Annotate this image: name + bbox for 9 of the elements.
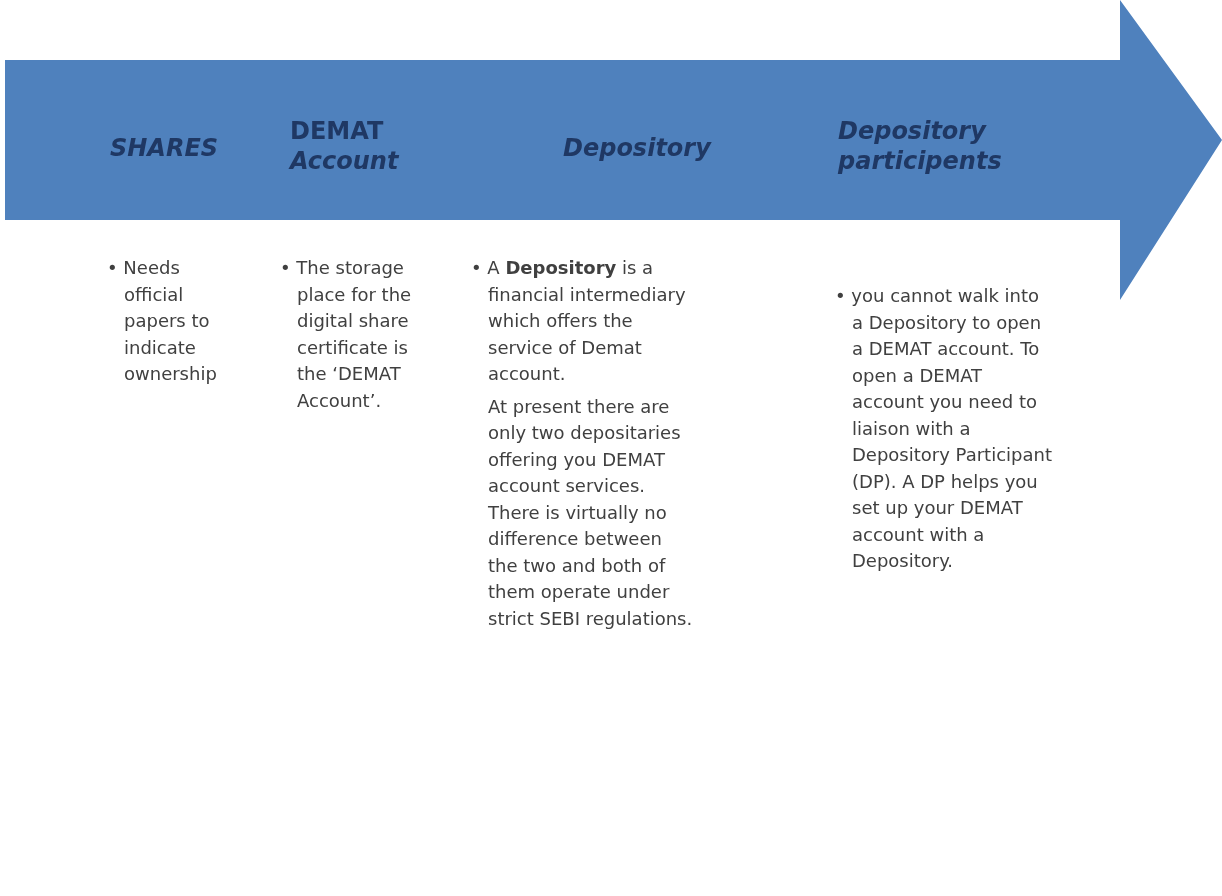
description-text: • The storage place for the digital share certificate is the ‘DEMAT Account’. <box>280 256 413 413</box>
description-text: • you cannot walk into a Depository to open a DEMAT account. To open a DEMAT account you need to liaison with a Depository Participant (DP). A DP helps you set up your DEMAT account with a Depository. <box>835 284 1052 573</box>
description-text: At present there are only two depositaries offering you DEMAT account services. There is virtually no difference between the two and both of them operate under strict SEBI regulations. <box>488 394 694 631</box>
description-text: • Needs official papers to indicate ownership <box>107 256 218 386</box>
heading: Depository participents <box>838 116 1003 176</box>
description-text: • A Depository is a financial intermediary which offers the service of Demat account. <box>471 256 687 386</box>
heading: DEMAT Account <box>290 116 400 176</box>
heading: Depository <box>563 133 711 163</box>
heading: SHARES <box>110 133 219 163</box>
